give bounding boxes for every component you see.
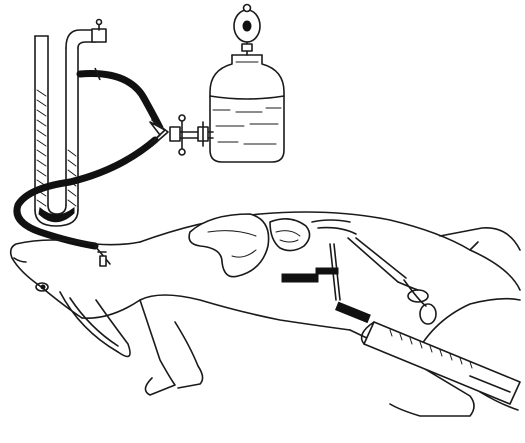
- mercury-manometer: [35, 20, 106, 227]
- mercury-column: [37, 90, 76, 222]
- carotid-cannula: [95, 246, 110, 266]
- stopcock-valve: [92, 20, 106, 43]
- rubber-bulb: [234, 5, 260, 56]
- stomach: [189, 214, 269, 277]
- clamp: [282, 244, 340, 300]
- fluid-reservoir-bottle: [210, 55, 284, 162]
- intestines: [270, 219, 356, 251]
